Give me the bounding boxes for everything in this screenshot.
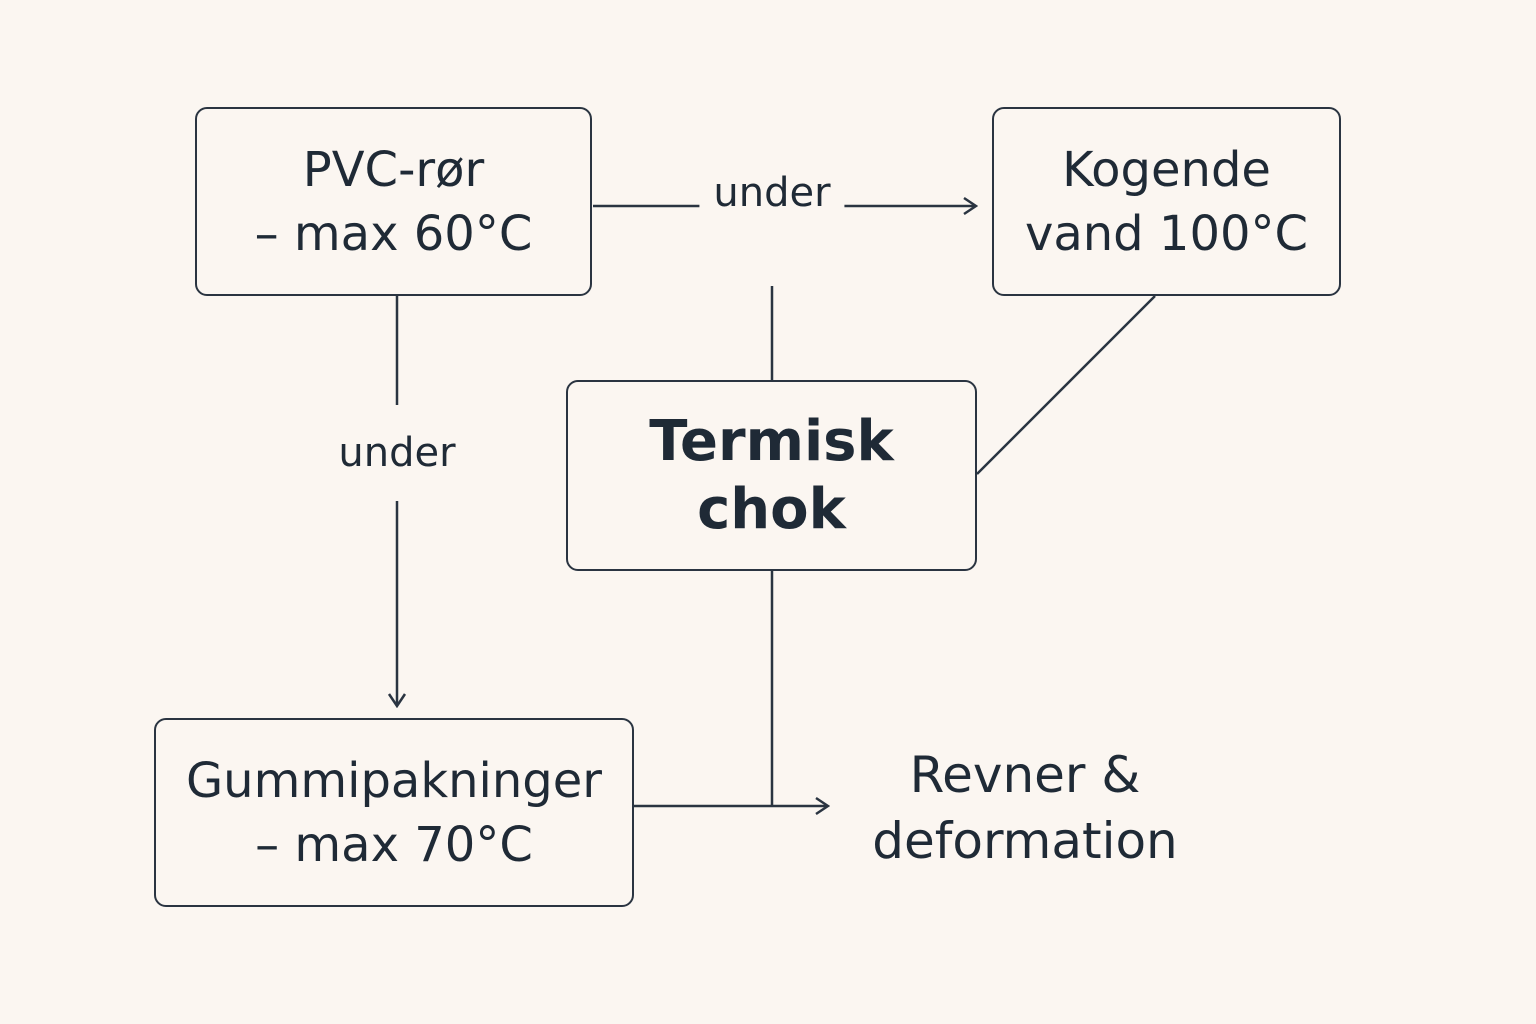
node-rubber-gaskets: Gummipakninger – max 70°C [154,718,634,907]
node-gummi-line-1: Gummipakninger [185,752,603,809]
edge-label-pvc-kogende: under [699,169,845,217]
node-pvc-pipe: PVC-rør – max 60°C [195,107,592,296]
node-revner-line-2: deformation [872,812,1178,870]
node-termisk-line-2: chok [697,476,846,542]
edge-label-pvc-gummi: under [328,405,466,501]
node-gummi-line-2: – max 70°C [255,816,533,873]
node-pvc-line-1: PVC-rør [302,141,485,198]
node-pvc-line-2: – max 60°C [254,205,533,262]
node-kogende-line-2: vand 100°C [1024,205,1309,262]
edge-kogende-to-termisk [976,295,1156,475]
node-boiling-water: Kogende vand 100°C [992,107,1341,296]
node-kogende-line-1: Kogende [1062,141,1271,198]
node-revner-line-1: Revner & [909,746,1141,804]
node-cracks-deformation: Revner & deformation [850,742,1200,874]
node-termisk-line-1: Termisk [649,408,894,474]
node-thermal-shock: Termisk chok [566,380,977,571]
